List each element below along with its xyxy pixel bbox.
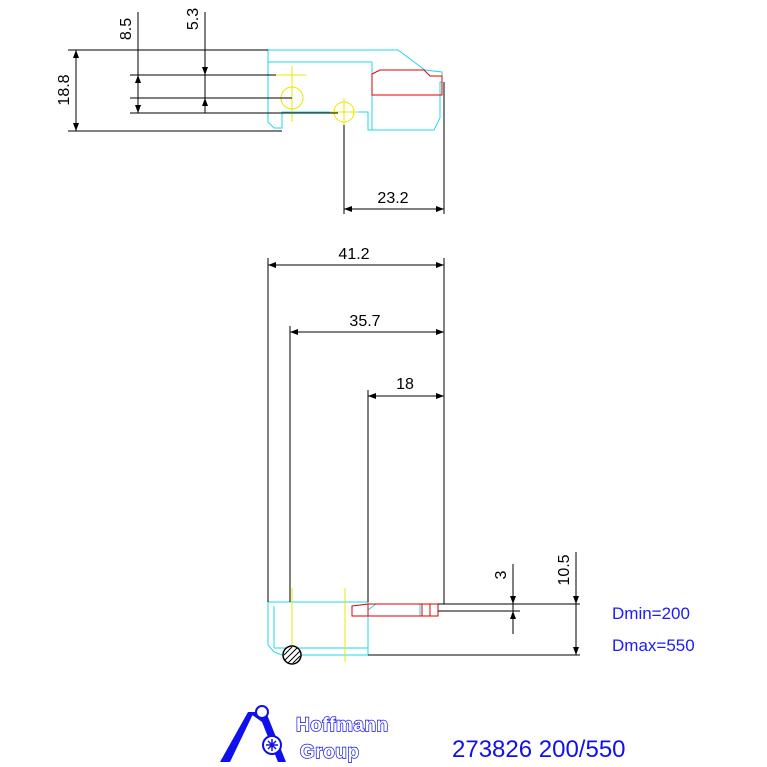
hoffmann-group-logo: Hoffmann Group [220,705,389,764]
top-view-holes [276,66,358,128]
front-view-dimensions: 41.2 35.7 18 3 10.5 [267,246,580,656]
dim-23-2: 23.2 [377,190,408,207]
logo-text-line2: Group [300,742,360,763]
front-view: 41.2 35.7 18 3 10.5 [267,246,580,665]
front-view-insert [351,603,439,617]
top-view-insert [371,69,443,96]
logo-text-line1: Hoffmann [296,715,389,736]
top-view: 18.8 8.5 5.3 23.2 [56,8,445,214]
dim-18-8: 18.8 [56,74,73,105]
top-view-dimensions: 18.8 8.5 5.3 23.2 [56,8,445,214]
dim-35-7: 35.7 [349,313,380,330]
dim-18: 18 [396,376,414,393]
part-number: 273826 200/550 [452,736,626,763]
front-view-cross-section [282,645,302,665]
logo-emblem-icon [220,705,286,762]
dim-5-3: 5.3 [185,8,202,30]
top-view-holder-outline [267,49,443,131]
dim-8-5: 8.5 [118,18,135,40]
dim-10-5: 10.5 [556,554,573,585]
dmin-note: Dmin=200 [612,604,690,623]
dim-41-2: 41.2 [338,246,369,263]
dmax-note: Dmax=550 [612,636,695,655]
dim-3: 3 [493,570,510,579]
